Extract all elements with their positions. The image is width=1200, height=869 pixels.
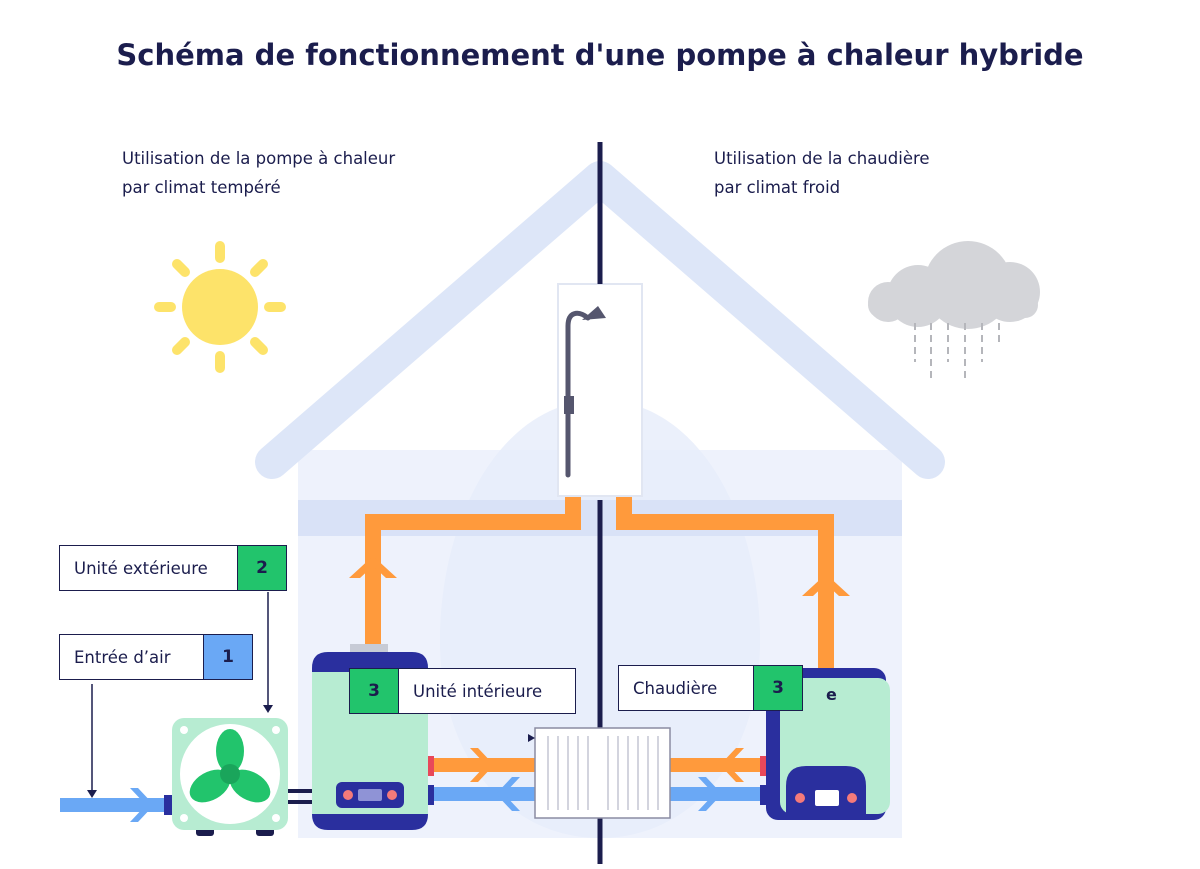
- left-caption-line2: par climat tempéré: [122, 178, 281, 197]
- right-caption-line2: par climat froid: [714, 178, 841, 197]
- indoor-unit-badge: 3: [350, 669, 399, 713]
- air-inlet-label-text: Entrée d’air: [74, 647, 171, 667]
- boiler-label: Chaudière 3: [618, 665, 803, 711]
- boiler-label-text: Chaudière: [633, 678, 718, 698]
- label-connectors: [87, 592, 273, 798]
- left-caption: Utilisation de la pompe à chaleur par cl…: [122, 144, 395, 202]
- boiler-badge: 3: [753, 666, 802, 710]
- hot-pipes-bottom: [428, 748, 766, 782]
- diagram-title: Schéma de fonctionnement d'une pompe à c…: [116, 38, 1084, 72]
- radiator-icon: [528, 727, 671, 819]
- air-inlet-label: Entrée d’air 1: [59, 634, 253, 680]
- outdoor-unit: [172, 718, 312, 836]
- cloud-rain-icon: [868, 241, 1040, 378]
- outdoor-unit-badge: 2: [237, 546, 286, 590]
- indoor-unit-label: 3 Unité intérieure: [349, 668, 576, 714]
- outdoor-unit-label-text: Unité extérieure: [74, 558, 208, 578]
- boiler-logo-icon: e: [826, 685, 837, 704]
- fan-icon: [189, 729, 271, 803]
- cold-pipes-bottom: [60, 777, 766, 822]
- air-inlet-badge: 1: [203, 635, 252, 679]
- indoor-unit-label-text: Unité intérieure: [413, 681, 543, 701]
- left-caption-line1: Utilisation de la pompe à chaleur: [122, 149, 396, 168]
- hot-pipes-top: [349, 492, 850, 668]
- right-caption: Utilisation de la chaudière par climat f…: [714, 144, 930, 202]
- outdoor-unit-label: Unité extérieure 2: [59, 545, 287, 591]
- shower-icon: [557, 283, 643, 497]
- sun-icon: [154, 241, 286, 373]
- right-caption-line1: Utilisation de la chaudière: [714, 149, 930, 168]
